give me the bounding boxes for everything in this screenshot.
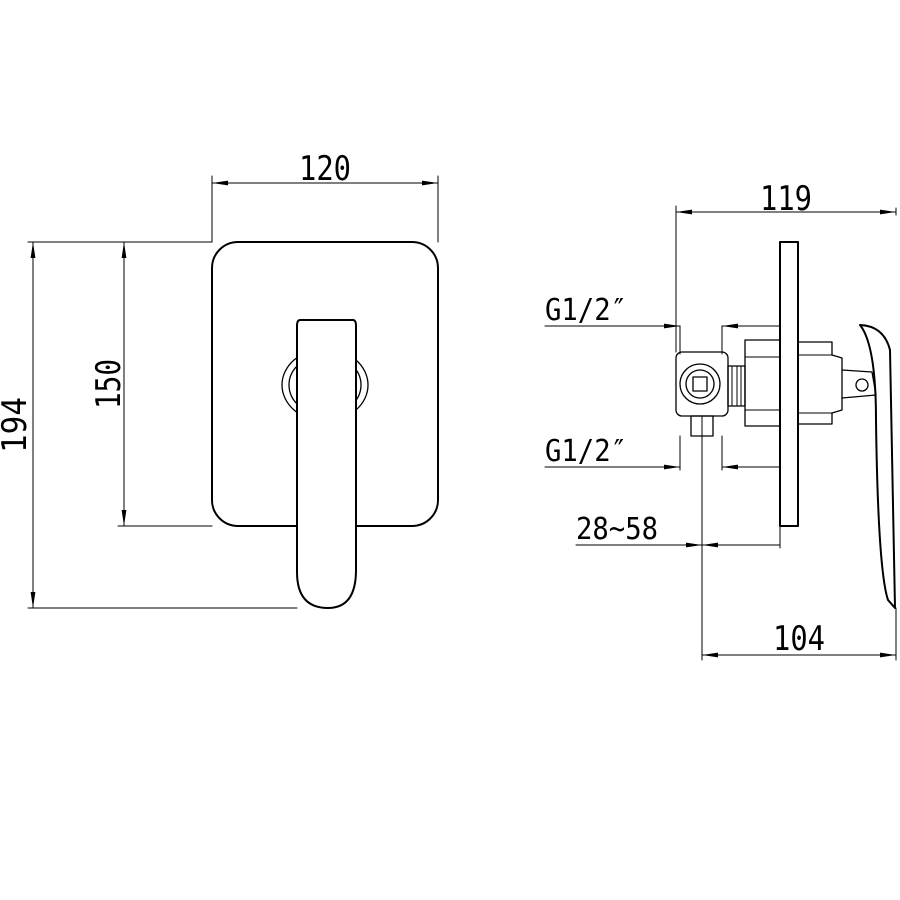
dim-label-plate-height: 150 [89, 359, 129, 409]
inlet-port-square [692, 376, 708, 392]
dim-label-wall-range: 28~58 [576, 512, 658, 547]
lever-side [859, 324, 896, 609]
lever-screw [855, 378, 869, 392]
dim-label-depth-total: 119 [760, 179, 812, 219]
dim-label-depth-body: 104 [773, 619, 825, 659]
cartridge-body [744, 339, 781, 427]
lever-handle [296, 319, 357, 609]
dim-label-thread-bottom: G1/2″ [545, 434, 627, 469]
dim-label-thread-top: G1/2″ [545, 293, 627, 328]
dim-label-total-height: 194 [0, 397, 35, 453]
side-view: 119 G1/2″ G1/2″ 28~58 104 [544, 179, 897, 661]
inlet-port-outer [679, 363, 721, 405]
inlet-port-inner [685, 369, 715, 399]
plate-side [779, 241, 799, 527]
cartridge-stem [797, 341, 843, 425]
lever-pivot [841, 369, 877, 399]
front-view: 120 150 194 [0, 149, 439, 609]
dim-label-width: 120 [299, 149, 351, 189]
